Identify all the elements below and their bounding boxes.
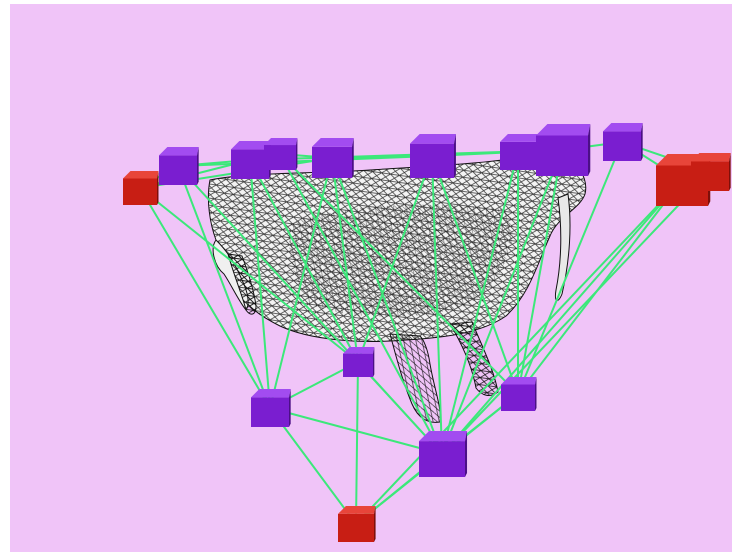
- cage-vertex-cube[interactable]: [501, 377, 537, 411]
- cage-edge: [441, 151, 519, 455]
- cage-vertex-cube[interactable]: [419, 431, 468, 477]
- cage-vertex-cube[interactable]: [536, 124, 591, 176]
- cow-body-shade: [288, 204, 513, 317]
- cage-edge: [331, 157, 359, 363]
- cage-edge: [139, 187, 271, 409]
- cage-vertex-cube[interactable]: [312, 138, 354, 178]
- cage-vertex-cube[interactable]: [343, 347, 375, 377]
- cage-edge: [357, 155, 433, 363]
- cage-edge: [355, 361, 359, 525]
- cage-edge: [269, 407, 357, 525]
- cage-edge: [441, 179, 683, 455]
- cage-edge: [269, 407, 443, 455]
- cage-edge: [355, 179, 683, 525]
- cage-vertex-cube[interactable]: [603, 123, 643, 161]
- cage-edge: [517, 149, 563, 395]
- cage-corner-cube[interactable]: [123, 171, 159, 205]
- cage-edge: [249, 159, 359, 363]
- cage-vertex-cube[interactable]: [410, 134, 456, 178]
- cage-corner-cube[interactable]: [338, 506, 376, 542]
- cage-edge: [177, 155, 433, 167]
- cage-edge: [441, 149, 563, 455]
- cow-mesh[interactable]: [207, 153, 587, 423]
- cage-edge: [139, 187, 359, 363]
- cage-edge: [331, 157, 443, 455]
- cage-edge: [279, 153, 519, 395]
- cage-edge: [431, 155, 443, 455]
- cage-vertex-cube[interactable]: [264, 138, 298, 170]
- cage-edge: [441, 171, 711, 455]
- cage-vertices[interactable]: [123, 123, 731, 542]
- cage-edge: [517, 141, 623, 395]
- cage-edge: [279, 153, 443, 455]
- cow-leg-front: [389, 333, 441, 423]
- cage-edge: [269, 157, 333, 409]
- cage-vertex-cube[interactable]: [159, 147, 199, 185]
- cage-scene[interactable]: [10, 4, 732, 552]
- 3d-viewport[interactable]: [10, 4, 732, 552]
- cage-edge: [177, 165, 271, 409]
- cage-vertex-cube[interactable]: [500, 134, 538, 170]
- cage-corner-cube[interactable]: [691, 153, 731, 191]
- cage-edge: [431, 155, 519, 395]
- cage-vertex-cube[interactable]: [251, 389, 291, 427]
